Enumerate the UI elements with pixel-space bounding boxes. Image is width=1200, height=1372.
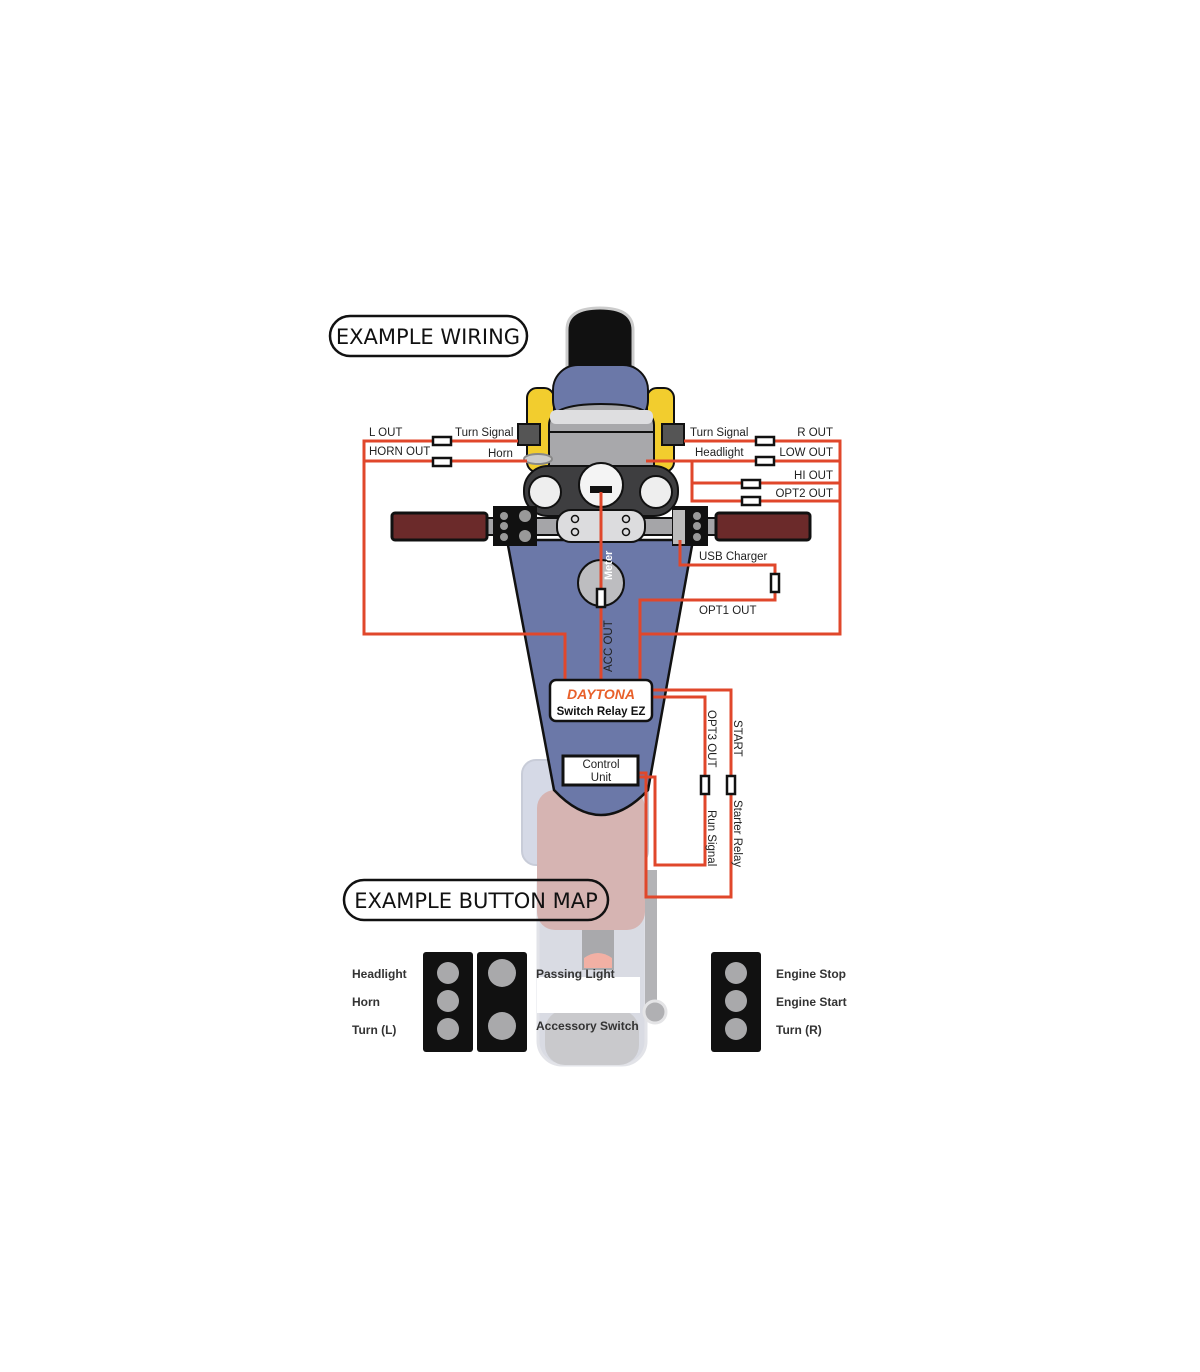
button-headlight: [437, 962, 459, 984]
label-turn-right-button: Turn (R): [776, 1023, 822, 1037]
motorcycle-rear: [521, 759, 668, 1067]
button-engine-stop: [725, 962, 747, 984]
label-accessory-switch-button: Accessory Switch: [536, 1019, 639, 1033]
left-switch-block: [493, 506, 537, 546]
fuses: [431, 435, 781, 796]
label-r-out: R OUT: [797, 427, 833, 439]
label-horn-button: Horn: [352, 995, 380, 1009]
label-low-out: LOW OUT: [779, 447, 833, 459]
title-text: EXAMPLE BUTTON MAP: [354, 889, 598, 913]
label-l-out: L OUT: [369, 427, 402, 439]
label-opt3-out: OPT3 OUT: [705, 710, 717, 768]
label-turn-signal-left: Turn Signal: [455, 427, 513, 439]
relay-brand: DAYTONA: [567, 686, 635, 702]
handlebar: [390, 506, 812, 546]
control-unit-label: Unit: [591, 772, 612, 784]
button-horn: [437, 990, 459, 1012]
control-unit-label: Control: [582, 759, 619, 771]
button-passing-light: [488, 959, 516, 987]
label-run-signal: Run Signal: [705, 810, 717, 866]
right-grip: [714, 511, 812, 542]
horn-icon: [523, 453, 553, 465]
relay-name: Switch Relay EZ: [557, 706, 646, 718]
label-passing-light-button: Passing Light: [536, 967, 615, 981]
label-turn-signal-right: Turn Signal: [690, 427, 748, 439]
label-acc-out: ACC OUT: [603, 620, 615, 672]
label-start: START: [731, 720, 743, 757]
example-button-map-title: EXAMPLE BUTTON MAP: [342, 878, 610, 922]
button-accessory-switch: [488, 1012, 516, 1040]
button-turn-left: [437, 1018, 459, 1040]
label-usb-charger: USB Charger: [699, 551, 768, 563]
label-horn-out: HORN OUT: [369, 446, 430, 458]
turn-signal-right: [661, 423, 685, 446]
label-starter-relay: Starter Relay: [731, 800, 743, 867]
button-engine-start: [725, 990, 747, 1012]
label-headlight-button: Headlight: [352, 967, 407, 981]
switch-relay-ez: DAYTONA Switch Relay EZ: [548, 678, 654, 723]
title-text: EXAMPLE WIRING: [336, 325, 520, 349]
label-hi-out: HI OUT: [794, 470, 833, 482]
label-horn: Horn: [488, 448, 513, 460]
label-opt2-out: OPT2 OUT: [775, 488, 833, 500]
button-map: Headlight Horn Turn (L) Passing Light Ac…: [352, 952, 847, 1052]
button-turn-right: [725, 1018, 747, 1040]
label-meter: Meter: [603, 550, 615, 580]
motorcycle-front: [517, 306, 685, 517]
label-engine-start-button: Engine Start: [776, 995, 847, 1009]
wiring-labels: L OUT HORN OUT Turn Signal Horn Turn Sig…: [369, 427, 833, 867]
label-headlight: Headlight: [695, 447, 744, 459]
label-turn-left-button: Turn (L): [352, 1023, 396, 1037]
control-unit: Control Unit: [561, 754, 640, 787]
left-grip: [390, 511, 489, 542]
turn-signal-left: [517, 423, 541, 446]
label-opt1-out: OPT1 OUT: [699, 605, 757, 617]
label-engine-stop-button: Engine Stop: [776, 967, 846, 981]
example-wiring-title: EXAMPLE WIRING: [328, 314, 529, 358]
